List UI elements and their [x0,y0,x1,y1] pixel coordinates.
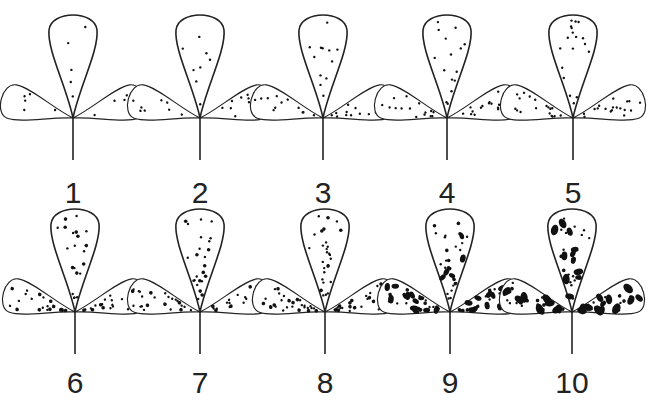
severity-number: 9 [442,368,459,398]
leaf-stem [572,118,574,160]
severity-number: 4 [439,178,456,208]
leaf-stem [322,118,324,160]
severity-number: 1 [65,178,82,208]
leaf-stem [199,118,201,160]
leaf-stem [199,312,201,354]
trifoliate-leaf [496,209,648,354]
leaf-stem [571,312,573,354]
leaf-stem [449,312,451,354]
leaf-stem [446,118,448,160]
severity-number: 8 [317,368,334,398]
trifoliate-leaf [247,15,399,160]
trifoliate-leaf [124,209,276,354]
leaflet [301,209,349,312]
severity-number: 5 [565,178,582,208]
severity-number: 10 [555,368,588,398]
leaflet [51,209,99,312]
trifoliate-leaf [0,15,149,160]
leaflet [49,15,97,118]
leaf-stem [324,312,326,354]
trifoliate-leaf [0,209,151,354]
trifoliate-leaf [374,209,526,354]
trifoliate-leaf [124,15,276,160]
trifoliate-leaf [249,209,401,354]
leaflet [176,209,224,312]
leaf-stem [74,312,76,354]
leaflet [176,15,224,118]
leaflet [299,15,347,118]
leaflet [548,209,596,312]
leaf-stem [72,118,74,160]
leaflet [423,15,471,118]
trifoliate-leaf [497,15,649,160]
severity-number: 2 [192,178,209,208]
trifoliate-leaf [371,15,523,160]
severity-number: 6 [67,368,84,398]
severity-number: 3 [315,178,332,208]
leaflet [426,209,474,312]
leaflet [549,15,597,118]
severity-number: 7 [192,368,209,398]
